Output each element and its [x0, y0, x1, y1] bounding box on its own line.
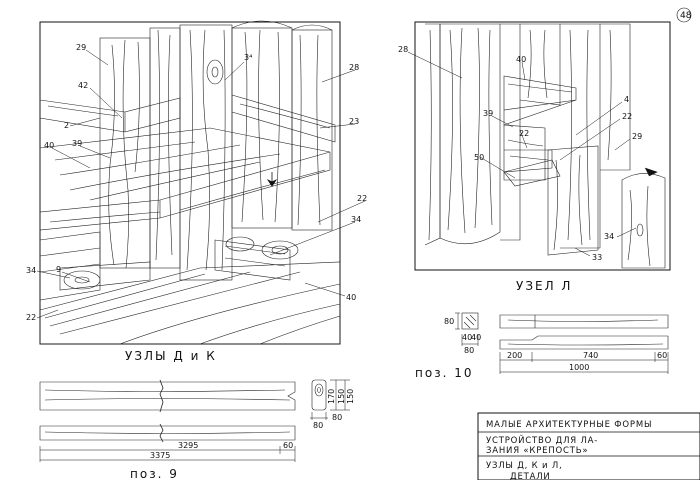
- right-callout-7: 29: [632, 132, 642, 141]
- poz10-dim-left: 200: [507, 351, 522, 360]
- title-block-object-line2: ЗАНИЯ «КРЕПОСТЬ»: [486, 446, 588, 456]
- right-callout-4: 39: [483, 109, 493, 118]
- title-block-object-line1: УСТРОЙСТВО ДЛЯ ЛА-: [486, 434, 598, 446]
- left-callout-11: 34: [26, 266, 36, 275]
- left-view: 29 3⁴ 28 42 2 23 40 39 22 34 34 9 22 40 …: [26, 20, 367, 363]
- left-callout-7: 40: [44, 141, 54, 150]
- left-callout-8: 39: [72, 139, 82, 148]
- left-callout-13: 22: [26, 313, 36, 322]
- poz9-dim-width-b: 80: [332, 413, 342, 422]
- left-callout-5: 2: [64, 121, 69, 130]
- poz9-dim-height-a: 170: [327, 389, 336, 404]
- right-callout-9: 34: [604, 232, 614, 241]
- right-callout-10: 33: [592, 253, 602, 262]
- detail-poz9: 3295 60 3375 170 80 150 80 150 поз. 9: [39, 379, 355, 480]
- poz9-dim-overall: 3375: [150, 451, 170, 460]
- title-block-sheet-line1: УЗЛЫ Д, К и Л,: [486, 461, 563, 471]
- poz9-dim-tenon: 60: [283, 441, 293, 450]
- poz9-dim-height-b: 150: [337, 389, 346, 404]
- right-callout-8: 50: [474, 153, 484, 162]
- detail-poz10: 200 740 60 1000 80 40 40 80 поз. 10: [415, 312, 669, 380]
- left-view-caption: УЗЛЫ Д и К: [125, 349, 217, 363]
- left-callout-9: 22: [357, 194, 367, 203]
- poz10-dim-mid: 740: [583, 351, 598, 360]
- poz10-section-width: 80: [464, 346, 474, 355]
- poz9-dim-length: 3295: [178, 441, 198, 450]
- right-view: 28 40 4 39 22 22 29 50 34 33 УЗЕЛ Л: [398, 21, 671, 293]
- right-callout-1: 28: [398, 45, 408, 54]
- left-callout-1: 29: [76, 43, 86, 52]
- right-callout-3: 4: [624, 95, 629, 104]
- poz9-dim-height-c: 150: [346, 389, 355, 404]
- left-callout-6: 23: [349, 117, 359, 126]
- right-view-caption: УЗЕЛ Л: [516, 279, 572, 293]
- poz9-caption: поз. 9: [130, 467, 179, 480]
- page-number-circle: [676, 7, 692, 23]
- right-callout-6: 22: [622, 112, 632, 121]
- title-block-sheet-line2: ДЕТАЛИ: [510, 472, 551, 480]
- left-callout-10: 34: [351, 215, 361, 224]
- page-number: 48: [680, 11, 692, 21]
- poz10-section-part-b: 40: [471, 333, 481, 342]
- left-callout-14: 40: [346, 293, 356, 302]
- poz10-section-height: 80: [444, 317, 454, 326]
- title-block-series: МАЛЫЕ АРХИТЕКТУРНЫЕ ФОРМЫ: [486, 420, 652, 430]
- right-callout-2: 40: [516, 55, 526, 64]
- title-block: МАЛЫЕ АРХИТЕКТУРНЫЕ ФОРМЫ УСТРОЙСТВО ДЛЯ…: [477, 412, 700, 480]
- left-callout-2: 3⁴: [244, 53, 252, 62]
- poz10-dim-overall: 1000: [569, 363, 589, 372]
- left-callout-3: 28: [349, 63, 359, 72]
- left-callout-12: 9: [56, 265, 61, 274]
- poz10-section-part-a: 40: [462, 333, 472, 342]
- left-callout-4: 42: [78, 81, 88, 90]
- poz9-dim-width: 80: [313, 421, 323, 430]
- poz10-dim-right: 60: [657, 351, 667, 360]
- right-callout-5: 22: [519, 129, 529, 138]
- poz10-caption: поз. 10: [415, 366, 473, 380]
